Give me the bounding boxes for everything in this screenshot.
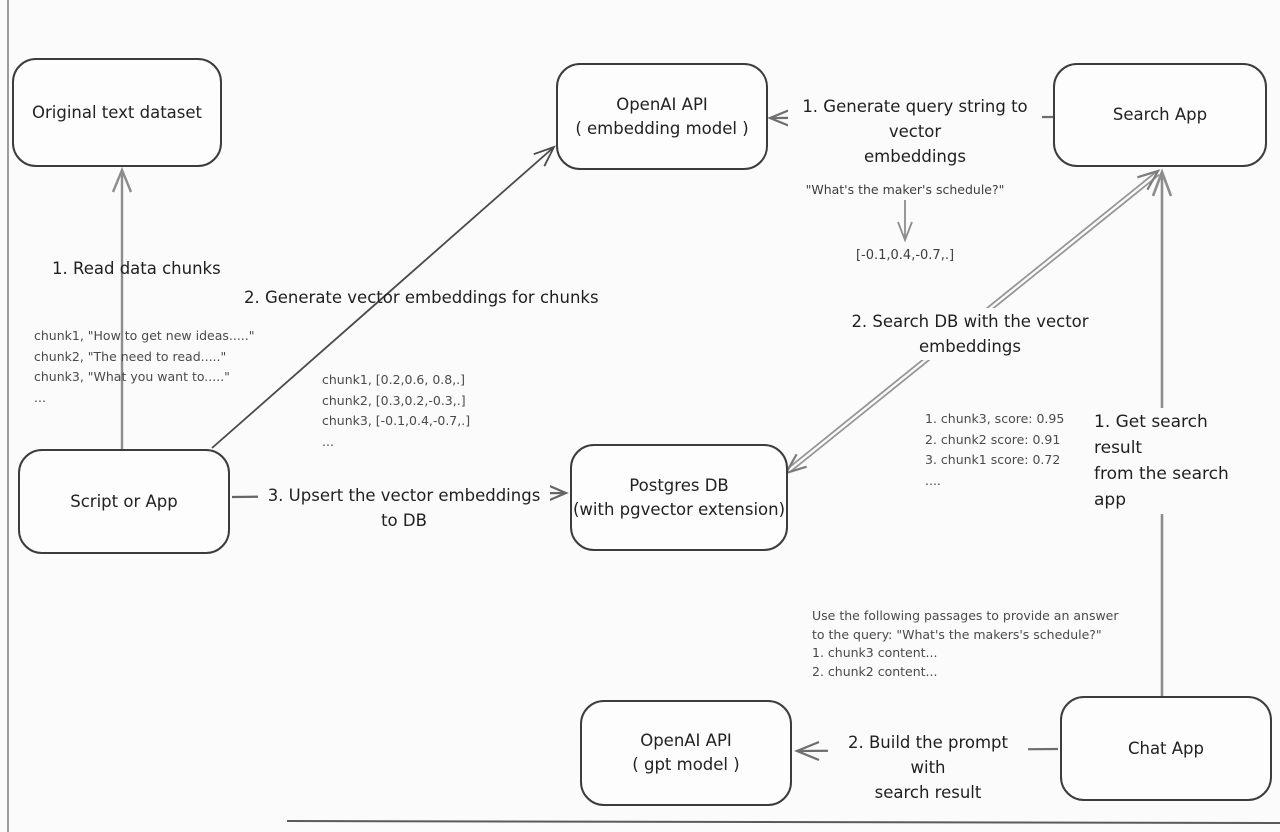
node-label: Script or App [70, 491, 178, 511]
annotation-prompt-text: Use the following passages to provide an… [812, 608, 1119, 679]
node-label: Original text dataset [31, 102, 202, 122]
label-query-to-vector: 1. Generate query string to vector embed… [788, 93, 1042, 170]
arrow-read-data-chunks [111, 166, 133, 451]
node-sublabel: ( gpt model ) [632, 755, 740, 774]
node-label: Postgres DB [629, 475, 729, 495]
node-postgres-db: Postgres DB (with pgvector extension) [570, 444, 788, 551]
node-script-or-app: Script or App [18, 449, 230, 554]
label-upsert-to-db: 3. Upsert the vector embeddings to DB [258, 482, 550, 534]
node-label: OpenAI API [640, 731, 732, 750]
label-read-data-chunks: 1. Read data chunks [52, 259, 221, 278]
label-build-prompt: 2. Build the prompt with search result [828, 729, 1028, 806]
node-chat-app: Chat App [1060, 696, 1272, 801]
node-search-app: Search App [1053, 63, 1267, 167]
frame-bottom-line [286, 820, 1280, 824]
label-generate-embeddings: 2. Generate vector embeddings for chunks [244, 288, 599, 307]
arrow-query-string-to-vector [897, 200, 913, 243]
node-label: Chat App [1127, 738, 1205, 758]
annotation-query-string: "What's the maker's schedule?" [805, 182, 1005, 197]
annotation-query-vector: [-0.1,0.4,-0.7,.] [855, 248, 955, 263]
label-search-db: 2. Search DB with the vector embeddings [816, 308, 1124, 360]
node-label: OpenAI API [616, 94, 708, 114]
arrow-generate-embeddings [211, 145, 556, 449]
node-openai-api-gpt: OpenAI API ( gpt model ) [580, 700, 792, 806]
node-openai-api-embedding: OpenAI API ( embedding model ) [556, 63, 768, 170]
node-sublabel: (with pgvector extension) [572, 499, 786, 519]
node-original-text-dataset: Original text dataset [12, 58, 222, 167]
annotation-chunk-vectors: chunk1, [0.2,0.6, 0.8,.] chunk2, [0.3,0.… [322, 372, 471, 449]
annotation-search-results: 1. chunk3, score: 0.95 2. chunk2 score: … [925, 411, 1065, 488]
node-sublabel: ( embedding model ) [575, 118, 749, 138]
annotation-chunks-text: chunk1, "How to get new ideas....." chun… [34, 328, 255, 405]
label-get-search-result: 1. Get search result from the search app [1090, 408, 1254, 514]
node-label: Search App [1112, 105, 1208, 124]
